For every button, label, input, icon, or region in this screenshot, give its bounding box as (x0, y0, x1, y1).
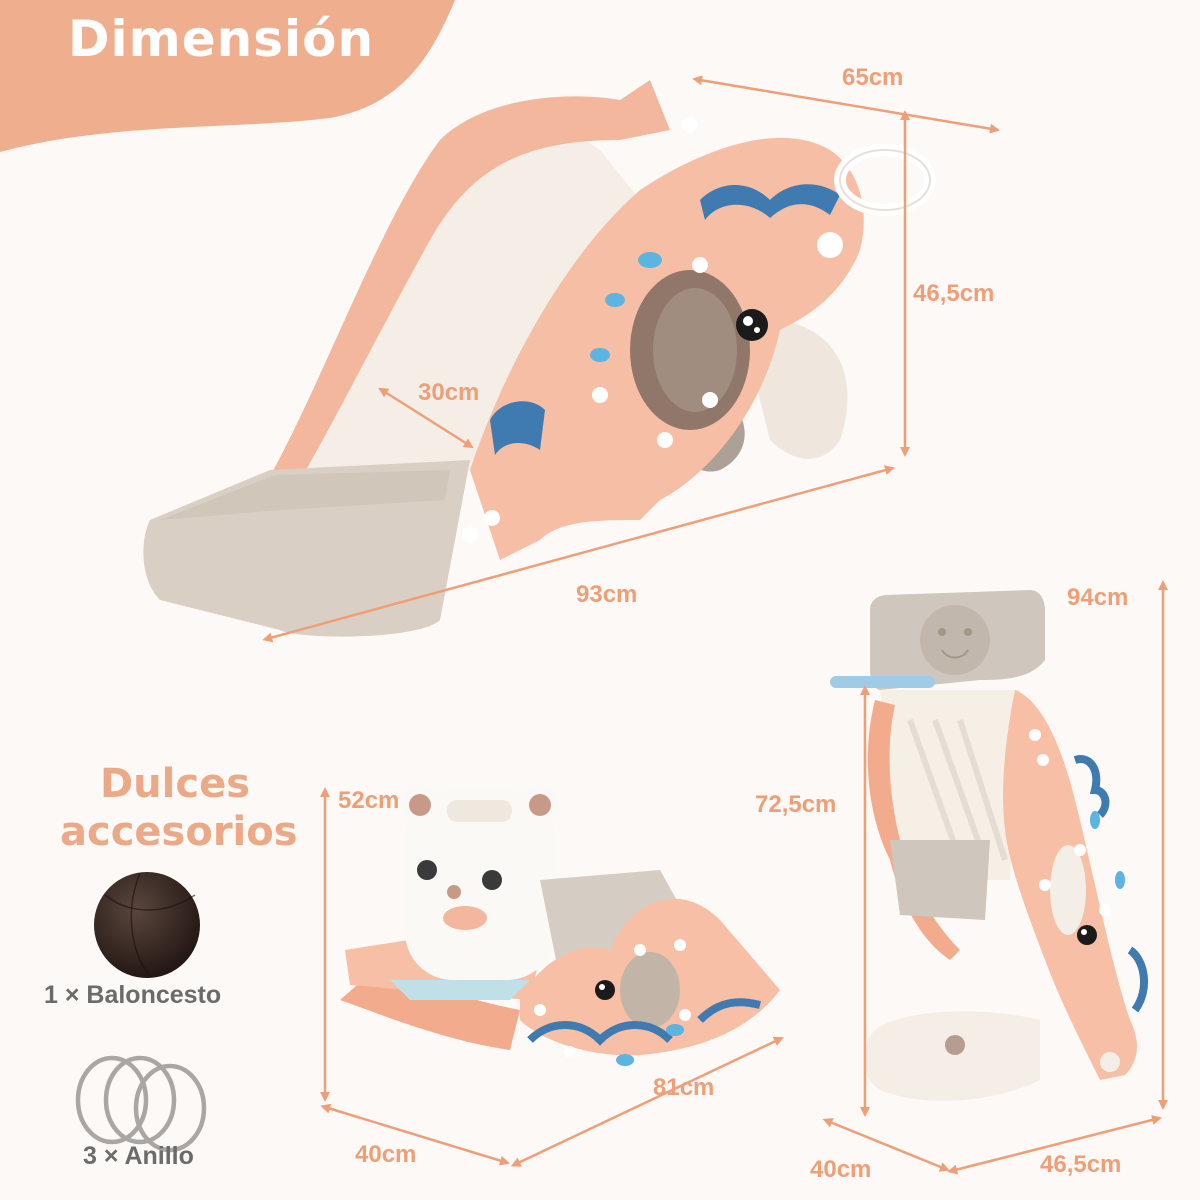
upright-dimension-arrows (822, 580, 1168, 1175)
rocker-dimension-arrows (320, 787, 784, 1167)
basketball-icon (94, 872, 200, 978)
rocker-depth-label: 40cm (355, 1141, 417, 1168)
upright-product (830, 590, 1149, 1101)
accessories-title-line2: accesorios (60, 809, 298, 855)
upright-hoop-height-label: 72,5cm (755, 791, 837, 818)
rocker-height-label: 52cm (338, 787, 400, 814)
rings-icon (75, 1055, 207, 1153)
accessory-rings-label: 3 × Anillo (83, 1142, 194, 1170)
slide-height-label: 46,5cm (913, 280, 995, 307)
rocker-product (340, 785, 780, 1066)
accessories-title-line1: Dulces (99, 761, 251, 807)
page-title: Dimensión (68, 10, 375, 68)
slide-product (143, 80, 936, 637)
slide-dimension-arrows (262, 75, 1000, 643)
title-banner (0, 0, 455, 152)
slide-width-label: 65cm (842, 64, 904, 91)
upright-total-height-label: 94cm (1067, 584, 1129, 611)
upright-depth-label: 40cm (810, 1156, 872, 1183)
upright-width-label: 46,5cm (1040, 1151, 1122, 1178)
accessory-basketball-label: 1 × Baloncesto (44, 981, 222, 1009)
slide-length-label: 93cm (576, 581, 638, 608)
slide-lane-width-label: 30cm (418, 379, 480, 406)
accessories-title: Dulces accesorios (60, 760, 298, 856)
rocker-length-label: 81cm (653, 1074, 715, 1101)
